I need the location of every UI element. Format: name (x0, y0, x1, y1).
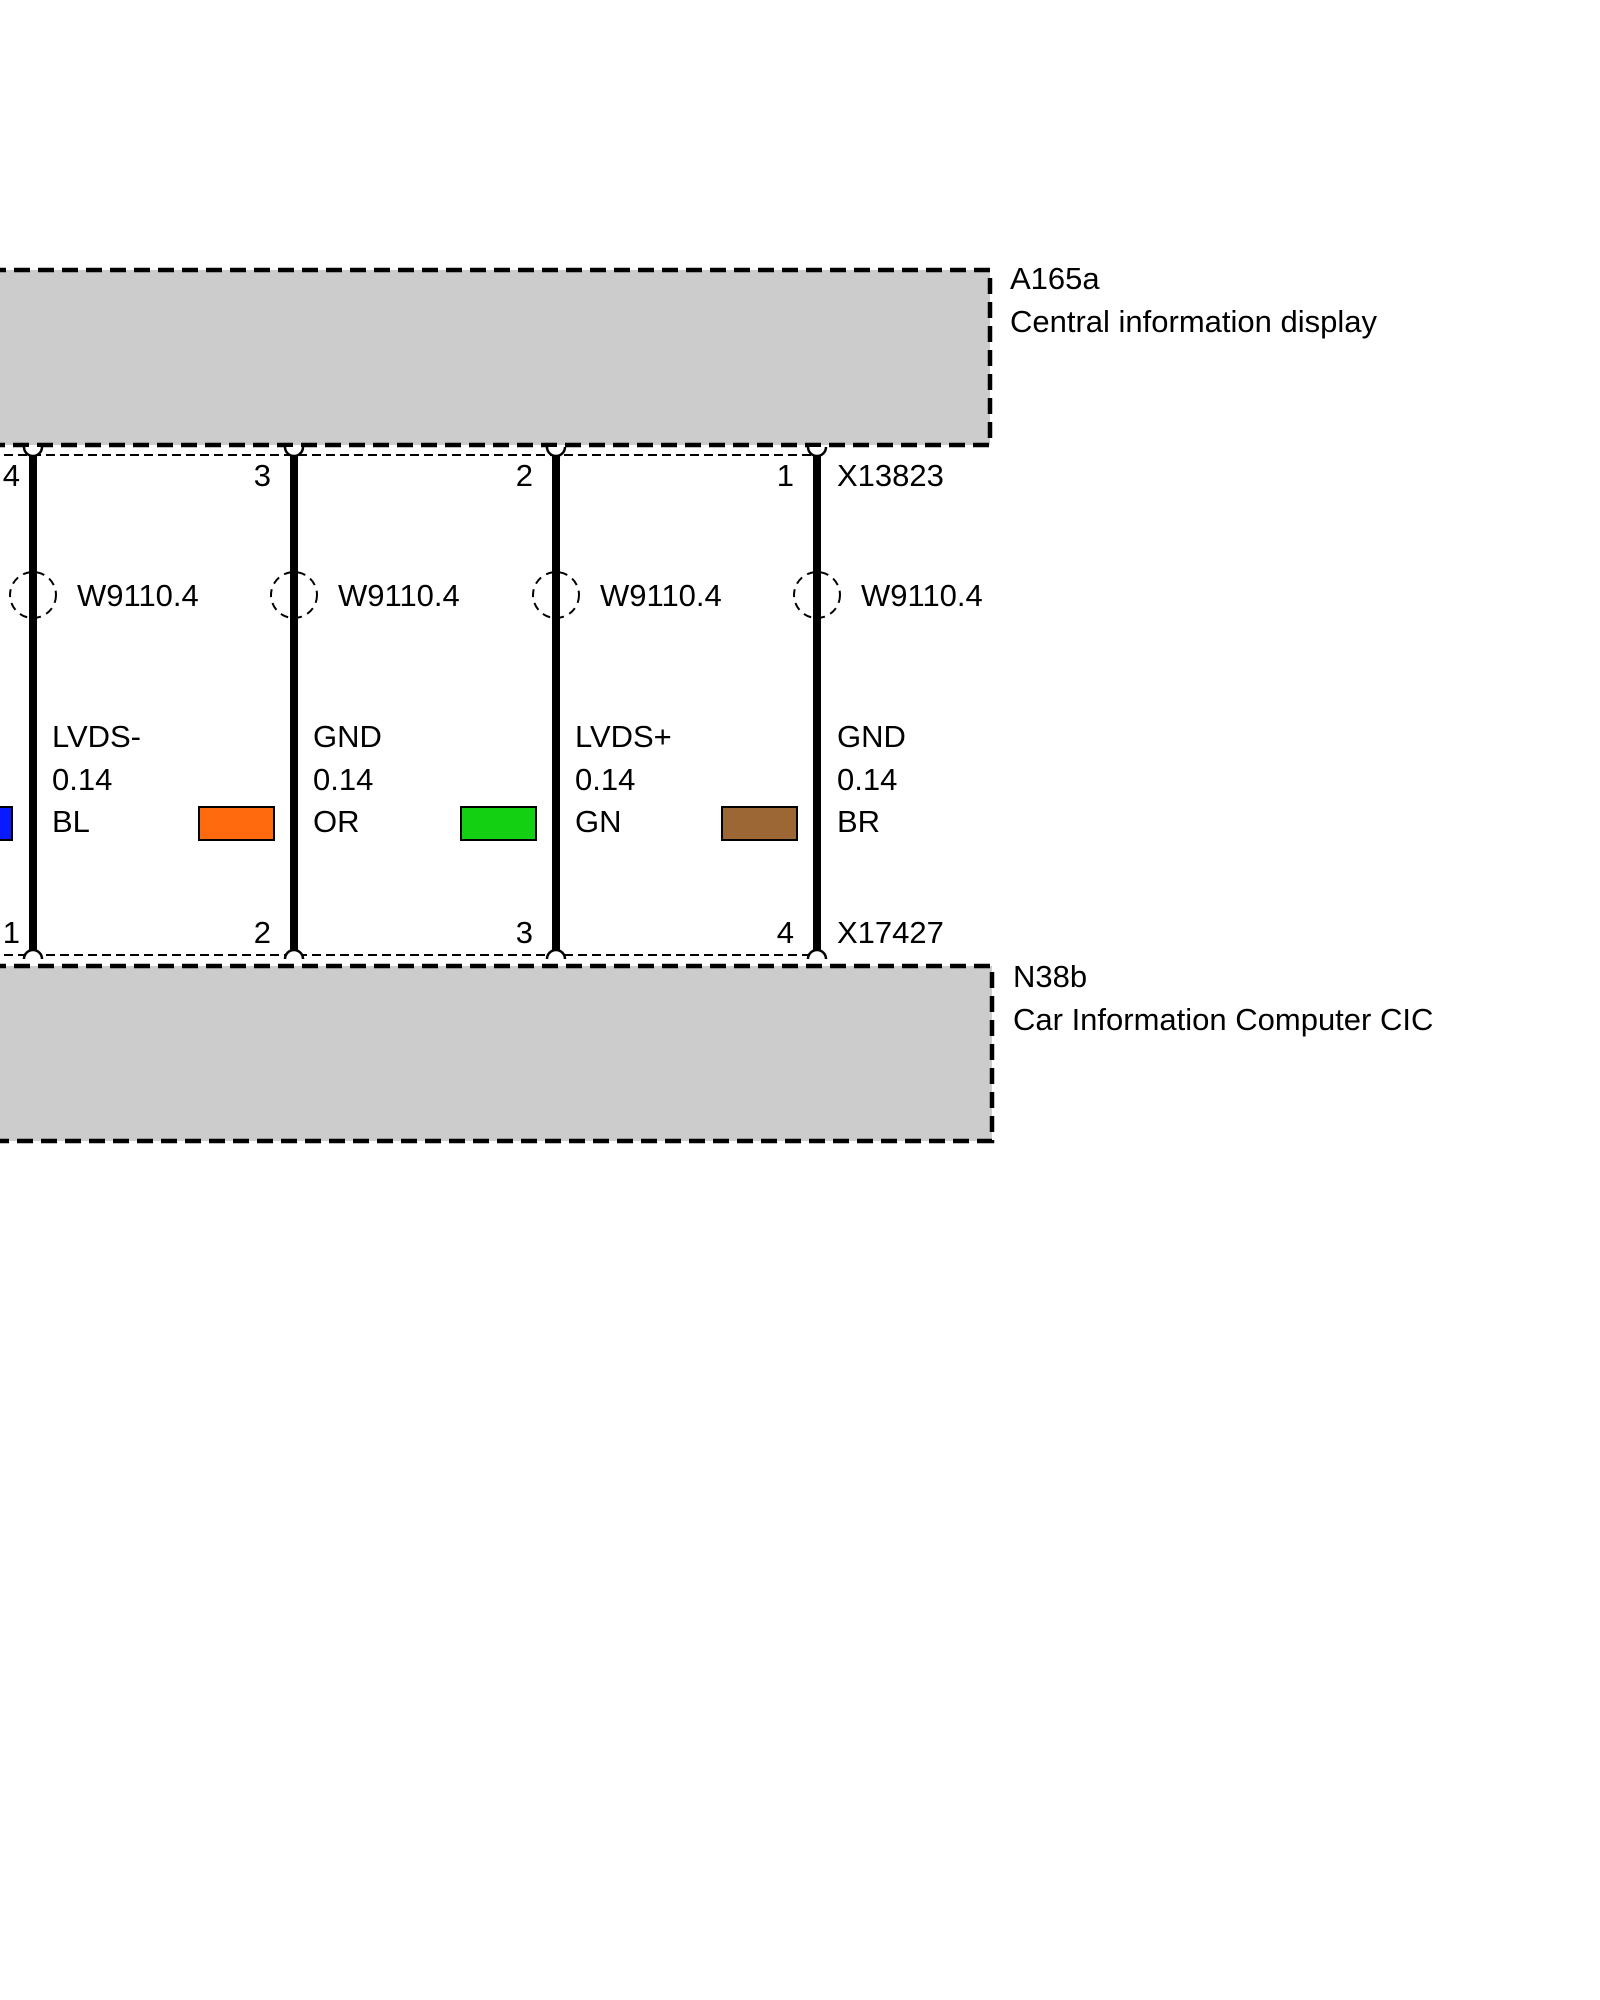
bottom-pin-number: 3 (516, 915, 533, 950)
wire-1: 4 1 W9110.4 LVDS- 0.14 BL (0, 446, 199, 960)
bottom-component-box (0, 963, 995, 1144)
bottom-connector-id: X17427 (837, 915, 944, 950)
top-component-name: Central information display (1010, 304, 1378, 339)
wire-color-code: BL (52, 804, 90, 839)
top-pin-terminal (806, 446, 828, 458)
signal-name: LVDS+ (575, 719, 672, 754)
signal-name: LVDS- (52, 719, 141, 754)
wire-color-swatch (198, 806, 275, 841)
shield-label: W9110.4 (77, 578, 199, 613)
wire-2: 3 2 W9110.4 GND 0.14 OR (198, 446, 460, 960)
shield-icon (270, 571, 318, 619)
bottom-pin-terminal (806, 948, 828, 960)
wire-color-swatch (0, 806, 13, 841)
top-pin-number: 2 (516, 458, 533, 493)
wire-gauge: 0.14 (52, 762, 112, 797)
bottom-pin-terminal (22, 948, 44, 960)
wire-gauge: 0.14 (837, 762, 897, 797)
wire-gauge: 0.14 (575, 762, 635, 797)
shield-icon (793, 571, 841, 619)
top-component-box (0, 267, 993, 448)
wire-gauge: 0.14 (313, 762, 373, 797)
shield-icon (532, 571, 580, 619)
bottom-pin-number: 1 (3, 915, 20, 950)
wire-color-code: GN (575, 804, 622, 839)
top-pin-terminal (545, 446, 567, 458)
top-pin-number: 3 (254, 458, 271, 493)
top-pin-number: 1 (777, 458, 794, 493)
top-component-id: A165a (1010, 261, 1100, 296)
wire-color-swatch (721, 806, 798, 841)
signal-name: GND (313, 719, 382, 754)
bottom-pin-terminal (283, 948, 305, 960)
bottom-component-name: Car Information Computer CIC (1013, 1002, 1433, 1037)
bottom-pin-number: 4 (777, 915, 794, 950)
signal-name: GND (837, 719, 906, 754)
wire-3: 2 3 W9110.4 LVDS+ 0.14 GN (460, 446, 722, 960)
shield-label: W9110.4 (338, 578, 460, 613)
wire-color-code: OR (313, 804, 360, 839)
bottom-component-id: N38b (1013, 959, 1087, 994)
top-pin-terminal (283, 446, 305, 458)
bottom-pin-terminal (545, 948, 567, 960)
top-pin-number: 4 (3, 458, 20, 493)
top-connector-id: X13823 (837, 458, 944, 493)
bottom-pin-number: 2 (254, 915, 271, 950)
shield-label: W9110.4 (861, 578, 983, 613)
shield-icon (9, 571, 57, 619)
wire-4: 1 4 W9110.4 GND 0.14 BR (721, 446, 983, 960)
wire-color-swatch (460, 806, 537, 841)
wire-color-code: BR (837, 804, 880, 839)
top-pin-terminal (22, 446, 44, 458)
shield-label: W9110.4 (600, 578, 722, 613)
